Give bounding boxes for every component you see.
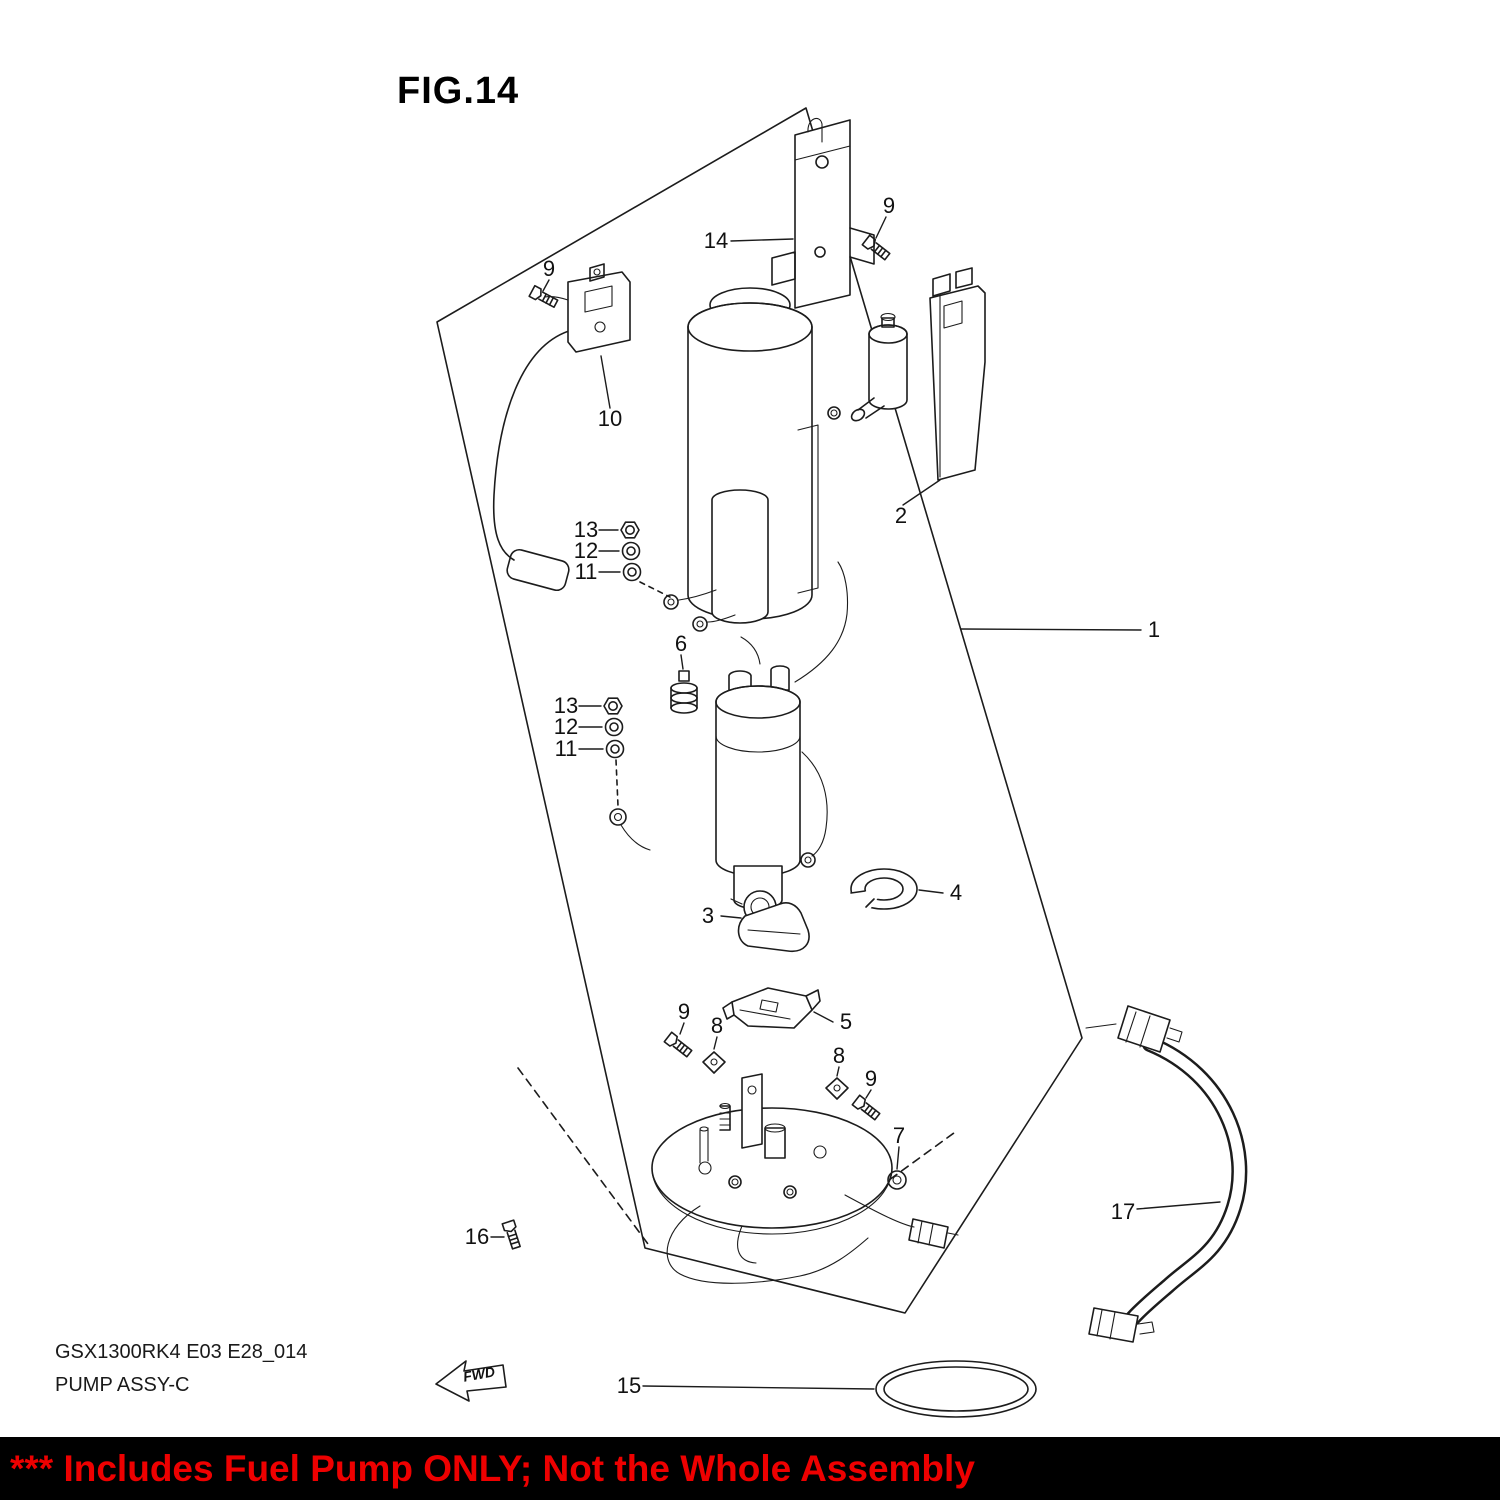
leader-line-9 [679, 1022, 685, 1035]
mounting-plates [702, 1051, 849, 1100]
assembly-name: PUMP ASSY-C [55, 1374, 190, 1396]
leader-line-4 [918, 889, 944, 894]
o-ring-seal [875, 1360, 1037, 1418]
screw-icon [851, 1094, 882, 1123]
leader-line-5 [813, 1011, 834, 1023]
rubber-cushion [670, 670, 698, 714]
leader-line-17 [1136, 1201, 1221, 1210]
leader-lines [490, 216, 1221, 1390]
fuel-hose [1085, 1005, 1248, 1343]
leader-line-2 [902, 479, 941, 506]
leader-line-1 [960, 628, 1142, 631]
leader-line-6 [680, 654, 684, 670]
screw-icon [861, 234, 892, 263]
leader-line-15 [642, 1385, 875, 1390]
assembly-boundary-box [436, 107, 1083, 1314]
nut-icon [620, 521, 640, 539]
leader-line-7 [896, 1146, 900, 1170]
regulator-bracket [929, 267, 986, 481]
leader-line-14 [730, 238, 794, 242]
screws-and-fasteners [501, 234, 892, 1251]
disclaimer-text: *** Includes Fuel Pump ONLY; Not the Who… [10, 1447, 975, 1489]
pump-reservoir-case [663, 287, 819, 632]
washer-icon [622, 562, 642, 582]
pressure-regulator [827, 312, 908, 422]
pump-bracket-plate [722, 987, 821, 1029]
flat-washer [887, 1170, 907, 1190]
fuel-level-sender [492, 263, 631, 592]
leader-line-3 [720, 915, 742, 919]
washer-icon [604, 717, 624, 737]
leader-line-8 [713, 1036, 718, 1050]
leader-line-10 [600, 355, 611, 409]
leader-line-9 [865, 1089, 872, 1099]
nut-icon [603, 697, 623, 715]
model-code: GSX1300RK4 E03 E28_014 [55, 1341, 308, 1363]
screw-icon [663, 1031, 694, 1060]
mounting-flange-plate [651, 1073, 959, 1284]
washer-icon [621, 541, 641, 561]
leader-line-8 [836, 1066, 840, 1077]
disclaimer-banner: *** Includes Fuel Pump ONLY; Not the Who… [0, 1437, 1500, 1500]
bolt-icon [501, 1219, 523, 1251]
mounting-bracket [771, 117, 875, 309]
pump-holder [730, 890, 810, 953]
leader-line-9 [542, 279, 550, 292]
pump-retainer-cam-ring [842, 868, 918, 924]
leader-line-9 [875, 216, 887, 239]
washer-icon [605, 739, 625, 759]
figure-title: FIG.14 [397, 70, 520, 112]
fwd-arrow-icon [435, 1360, 507, 1402]
